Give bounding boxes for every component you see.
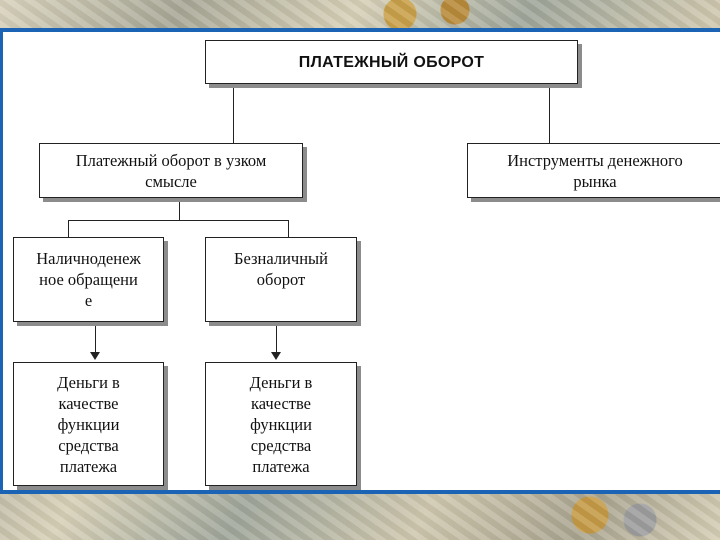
connector-split-right [288,220,289,237]
cashless-turnover-label: Безналичный оборот [206,248,356,290]
root-node-label: ПЛАТЕЖНЫЙ ОБОРОТ [299,52,484,73]
arrow-down-icon [90,352,100,360]
connector-narrow-down [179,198,180,220]
money-market-instruments-label: Инструменты денежного рынка [468,150,720,192]
payment-function-left-node: Деньги в качестве функции средства плате… [13,362,164,486]
payment-function-right-node: Деньги в качестве функции средства плате… [205,362,357,486]
connector-split-left [68,220,69,237]
narrow-sense-node: Платежный оборот в узком смысле [39,143,303,198]
money-market-instruments-node: Инструменты денежного рынка [467,143,720,198]
narrow-sense-label: Платежный оборот в узком смысле [40,150,302,192]
slide-panel: ПЛАТЕЖНЫЙ ОБОРОТ Платежный оборот в узко… [0,28,720,494]
connector-split-horizontal [68,220,288,221]
payment-function-right-label: Деньги в качестве функции средства плате… [206,372,356,477]
cashless-turnover-node: Безналичный оборот [205,237,357,322]
connector-cash-down [95,322,96,352]
root-node: ПЛАТЕЖНЫЙ ОБОРОТ [205,40,578,84]
cash-circulation-label: Наличноденежное обращение [14,248,163,311]
payment-function-left-label: Деньги в качестве функции средства плате… [14,372,163,477]
cash-circulation-node: Наличноденежное обращение [13,237,164,322]
connector-cashless-down [276,322,277,352]
arrow-down-icon [271,352,281,360]
